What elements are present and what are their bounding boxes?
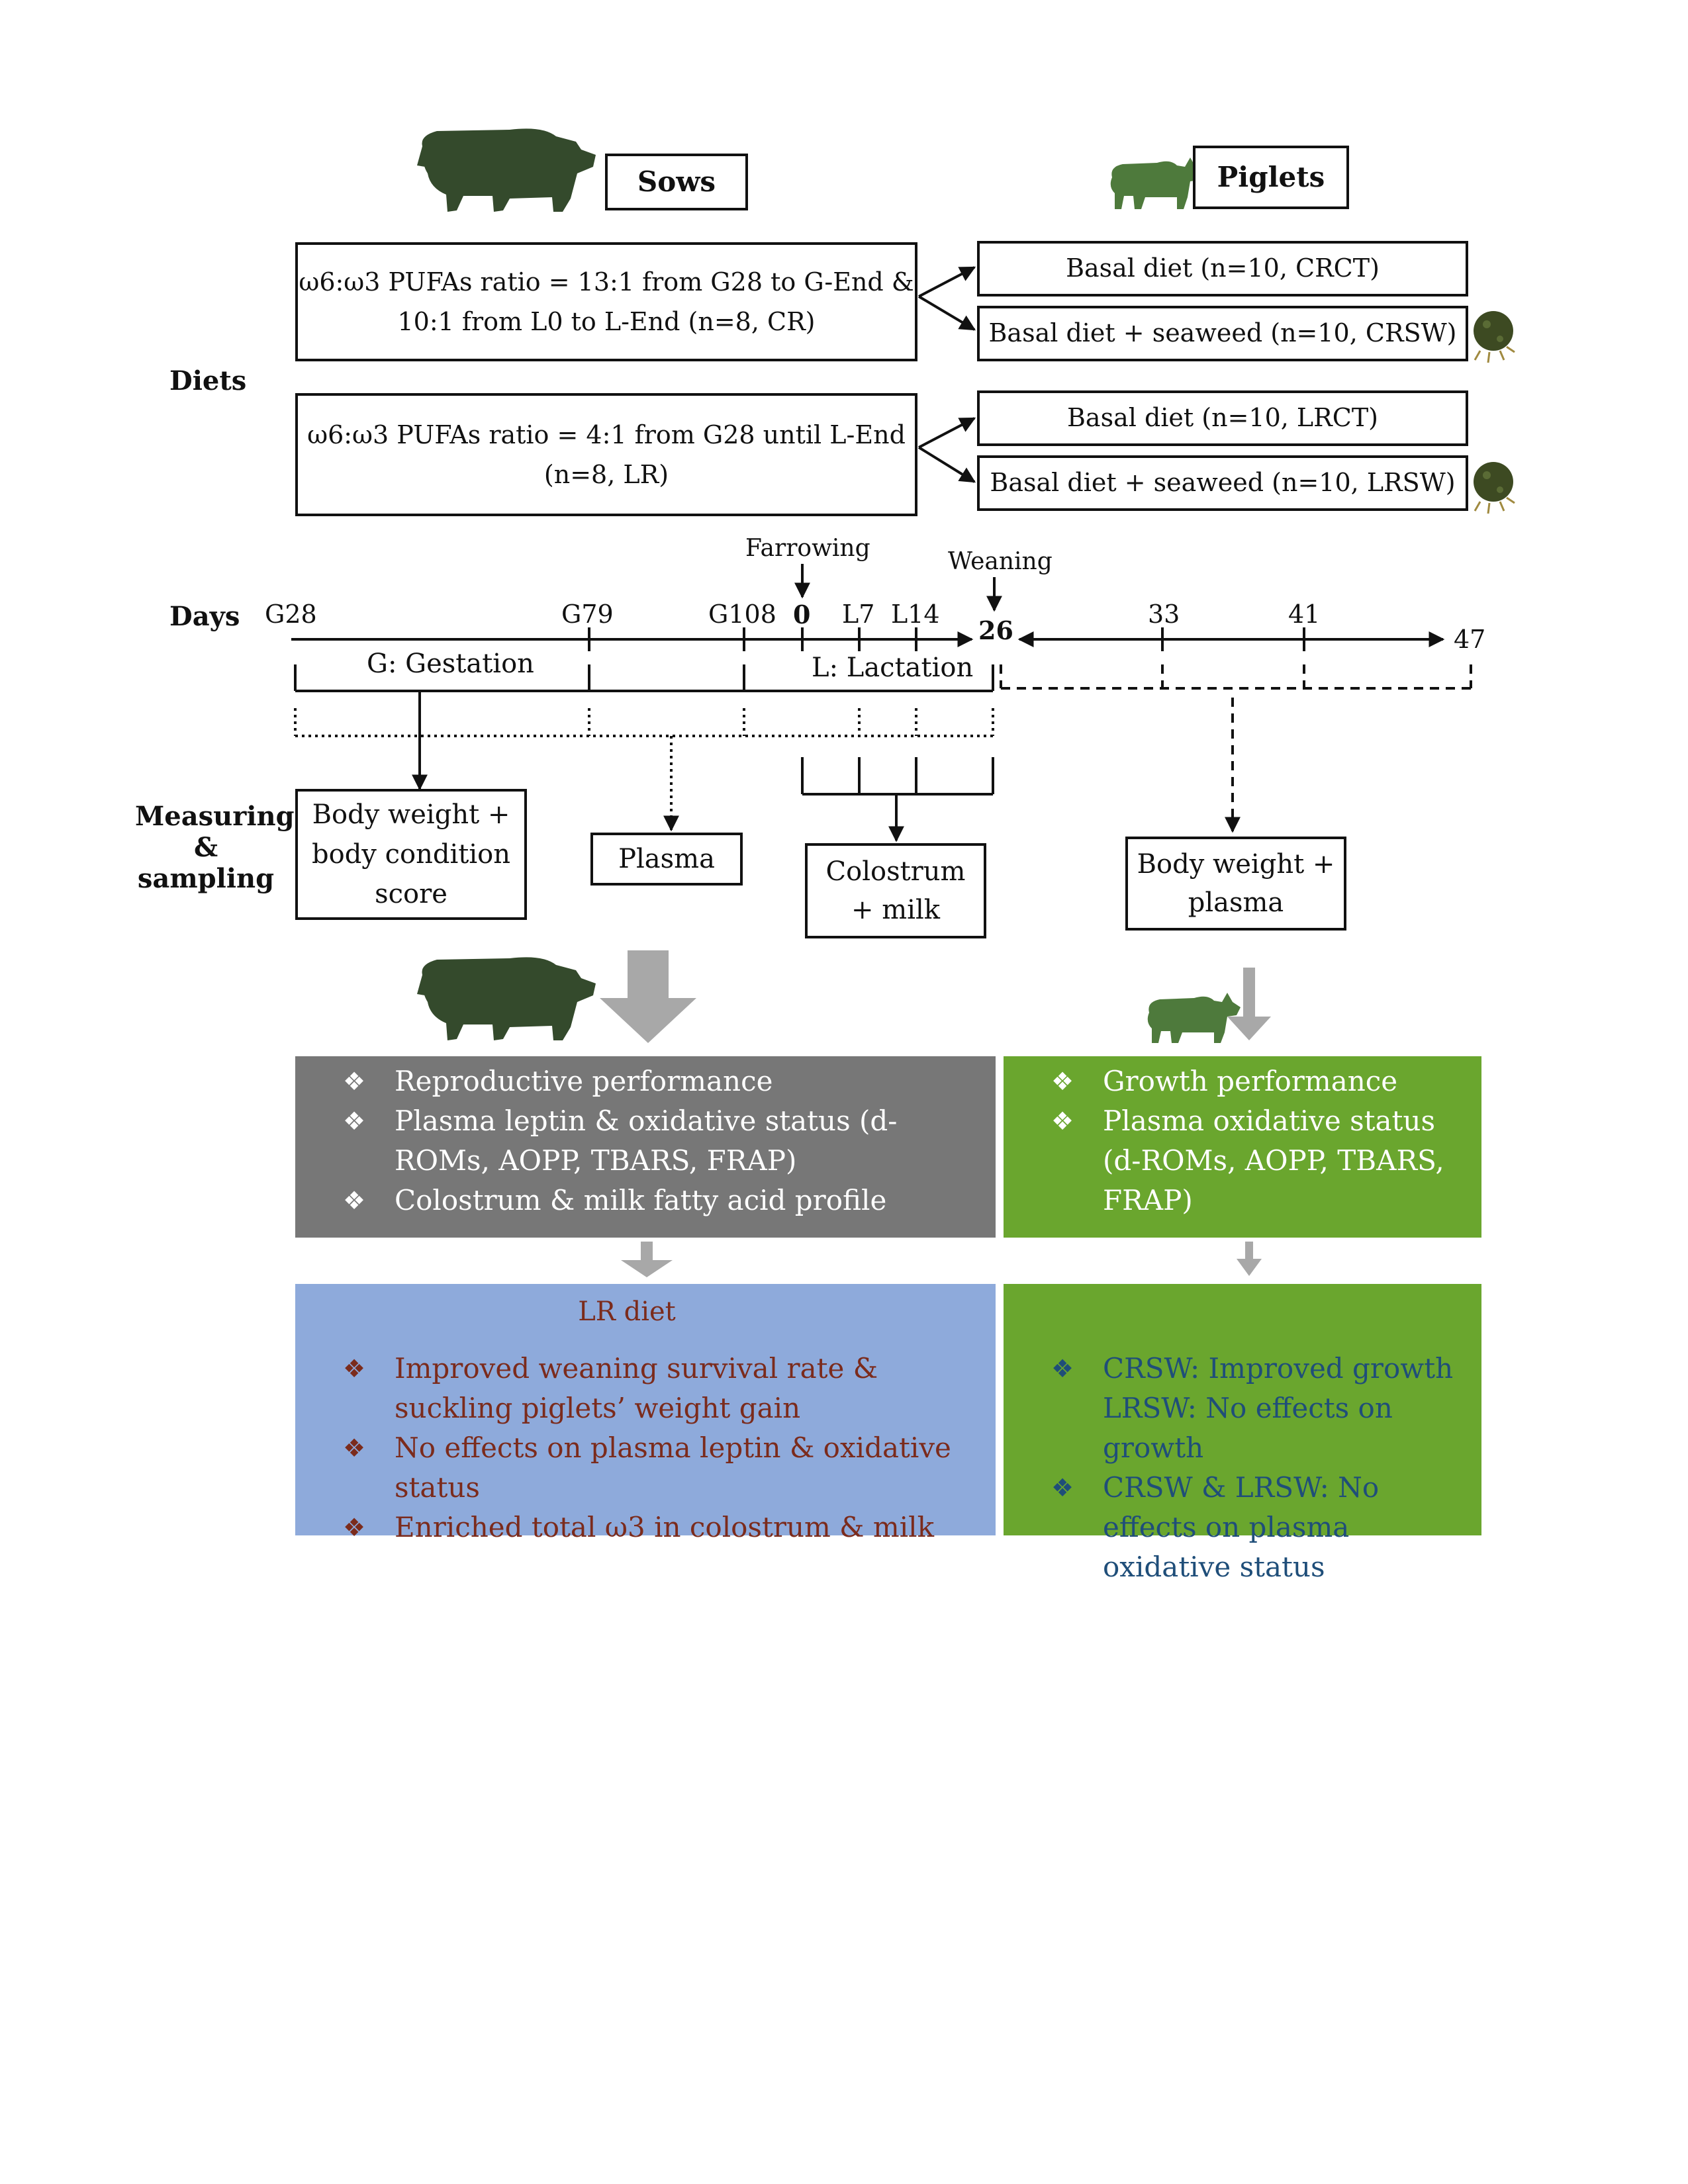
sows-header: Sows (605, 154, 748, 210)
days-label: Days (169, 601, 240, 632)
gray-down-arrow-icon (1237, 1242, 1262, 1276)
list-item: ❖Reproductive performance (295, 1062, 996, 1101)
piglet-outcomes-panel: ❖Growth performance ❖Plasma oxidative st… (1004, 1056, 1481, 1238)
plasma-sampling-box: Plasma (590, 833, 743, 886)
sow-diet-cr-line2: 10:1 from L0 to L-End (n=8, CR) (397, 307, 816, 336)
tick-label: G28 (265, 600, 317, 629)
list-item: ❖Growth performance (1004, 1062, 1481, 1101)
seaweed-icon (1474, 311, 1515, 363)
sow-bodyweight-line3: score (375, 879, 447, 909)
piglet-bodyweight-line2: plasma (1188, 887, 1284, 918)
period-bracket (294, 664, 994, 692)
sow-bodyweight-line2: body condition (312, 839, 510, 870)
piglet-bodyweight-line1: Body weight + (1137, 849, 1335, 880)
piglet-icon (1147, 993, 1241, 1043)
tick-label: 33 (1148, 600, 1180, 629)
list-item: ❖Enriched total ω3 in colostrum & milk (295, 1508, 996, 1547)
sow-bodyweight-sampling-box: Body weight + body condition score (295, 789, 527, 920)
bullet-icon: ❖ (343, 1067, 366, 1096)
tick-label: 41 (1288, 600, 1321, 629)
tick-label: 0 (793, 600, 811, 629)
timeline (291, 564, 1445, 651)
measuring-label-line1: Measuring (135, 801, 295, 832)
piglet-diet-lrct: Basal diet (n=10, LRCT) (977, 390, 1468, 446)
sow-diet-lr-line2: (n=8, LR) (543, 460, 669, 489)
diet-split-arrows (917, 266, 976, 483)
bullet-icon: ❖ (343, 1433, 366, 1463)
sow-outcomes-panel: ❖Reproductive performance ❖Plasma leptin… (295, 1056, 996, 1238)
bullet-icon: ❖ (1051, 1067, 1074, 1096)
sow-diet-lr: ω6:ω3 PUFAs ratio = 4:1 from G28 until L… (295, 393, 917, 516)
bullet-icon: ❖ (1051, 1107, 1074, 1136)
piglet-diet-crct: Basal diet (n=10, CRCT) (977, 241, 1468, 296)
sow-icon (417, 128, 596, 212)
bullet-icon: ❖ (343, 1354, 366, 1383)
measuring-label: Measuring & sampling (135, 801, 295, 894)
tick-label: L14 (891, 600, 940, 629)
list-item: ❖No effects on plasma leptin & oxidative… (295, 1428, 996, 1508)
gray-down-arrow-icon (1227, 968, 1271, 1040)
colostrum-milk-line1: Colostrum (825, 856, 966, 887)
sow-bodyweight-line1: Body weight + (312, 799, 510, 830)
lr-results-title: LR diet (578, 1297, 676, 1327)
colostrum-milk-sampling-box: Colostrum + milk (805, 843, 986, 938)
sow-diet-cr: ω6:ω3 PUFAs ratio = 13:1 from G28 to G-E… (295, 242, 917, 361)
sow-diet-cr-line1: ω6:ω3 PUFAs ratio = 13:1 from G28 to G-E… (299, 267, 914, 296)
sow-icon (417, 957, 596, 1040)
bullet-icon: ❖ (1051, 1473, 1074, 1502)
gestation-label: G: Gestation (367, 649, 534, 679)
list-item: ❖Plasma oxidative status (d-ROMs, AOPP, … (1004, 1101, 1481, 1220)
sampling-arrows (412, 691, 994, 842)
bullet-icon: ❖ (343, 1107, 366, 1136)
piglet-diet-crsw: Basal diet + seaweed (n=10, CRSW) (977, 306, 1468, 361)
bullet-icon: ❖ (343, 1186, 366, 1215)
sow-sampling-dotted-bracket (294, 708, 994, 737)
tick-label: 26 (978, 615, 1013, 645)
bullet-icon: ❖ (343, 1513, 366, 1542)
lactation-label: L: Lactation (812, 653, 974, 683)
piglet-sampling-dashed-bracket (1000, 664, 1472, 833)
piglet-results-panel: ❖ CRSW: Improved growth LRSW: No effects… (1004, 1284, 1481, 1583)
tick-label: 47 (1454, 625, 1486, 654)
farrowing-label: Farrowing (745, 535, 870, 562)
piglet-bodyweight-sampling-box: Body weight + plasma (1125, 837, 1346, 931)
tick-label: G108 (708, 600, 776, 629)
piglets-header: Piglets (1193, 146, 1349, 209)
tick-label: G79 (561, 600, 614, 629)
list-item: ❖Plasma leptin & oxidative status (d-ROM… (295, 1101, 996, 1181)
list-item: ❖ CRSW: Improved growth LRSW: No effects… (1004, 1349, 1481, 1468)
colostrum-milk-line2: + milk (851, 895, 940, 925)
piglet-diet-lrsw: Basal diet + seaweed (n=10, LRSW) (977, 455, 1468, 511)
gray-down-arrow-icon (600, 950, 696, 1043)
lr-results-panel: LR diet ❖Improved weaning survival rate … (295, 1284, 996, 1543)
measuring-label-line2: & sampling (137, 832, 275, 894)
seaweed-icon (1474, 462, 1515, 514)
bullet-icon: ❖ (1051, 1354, 1074, 1383)
diets-label: Diets (169, 365, 247, 396)
gray-down-arrow-icon (621, 1242, 673, 1277)
list-item: ❖Colostrum & milk fatty acid profile (295, 1181, 996, 1220)
weaning-label: Weaning (948, 548, 1053, 575)
tick-label: L7 (842, 600, 875, 629)
list-item: ❖CRSW & LRSW: No effects on plasma oxida… (1004, 1468, 1481, 1587)
piglet-icon (1110, 158, 1203, 209)
sow-diet-lr-line1: ω6:ω3 PUFAs ratio = 4:1 from G28 until L… (307, 420, 906, 449)
list-item: ❖Improved weaning survival rate & suckli… (295, 1349, 996, 1428)
